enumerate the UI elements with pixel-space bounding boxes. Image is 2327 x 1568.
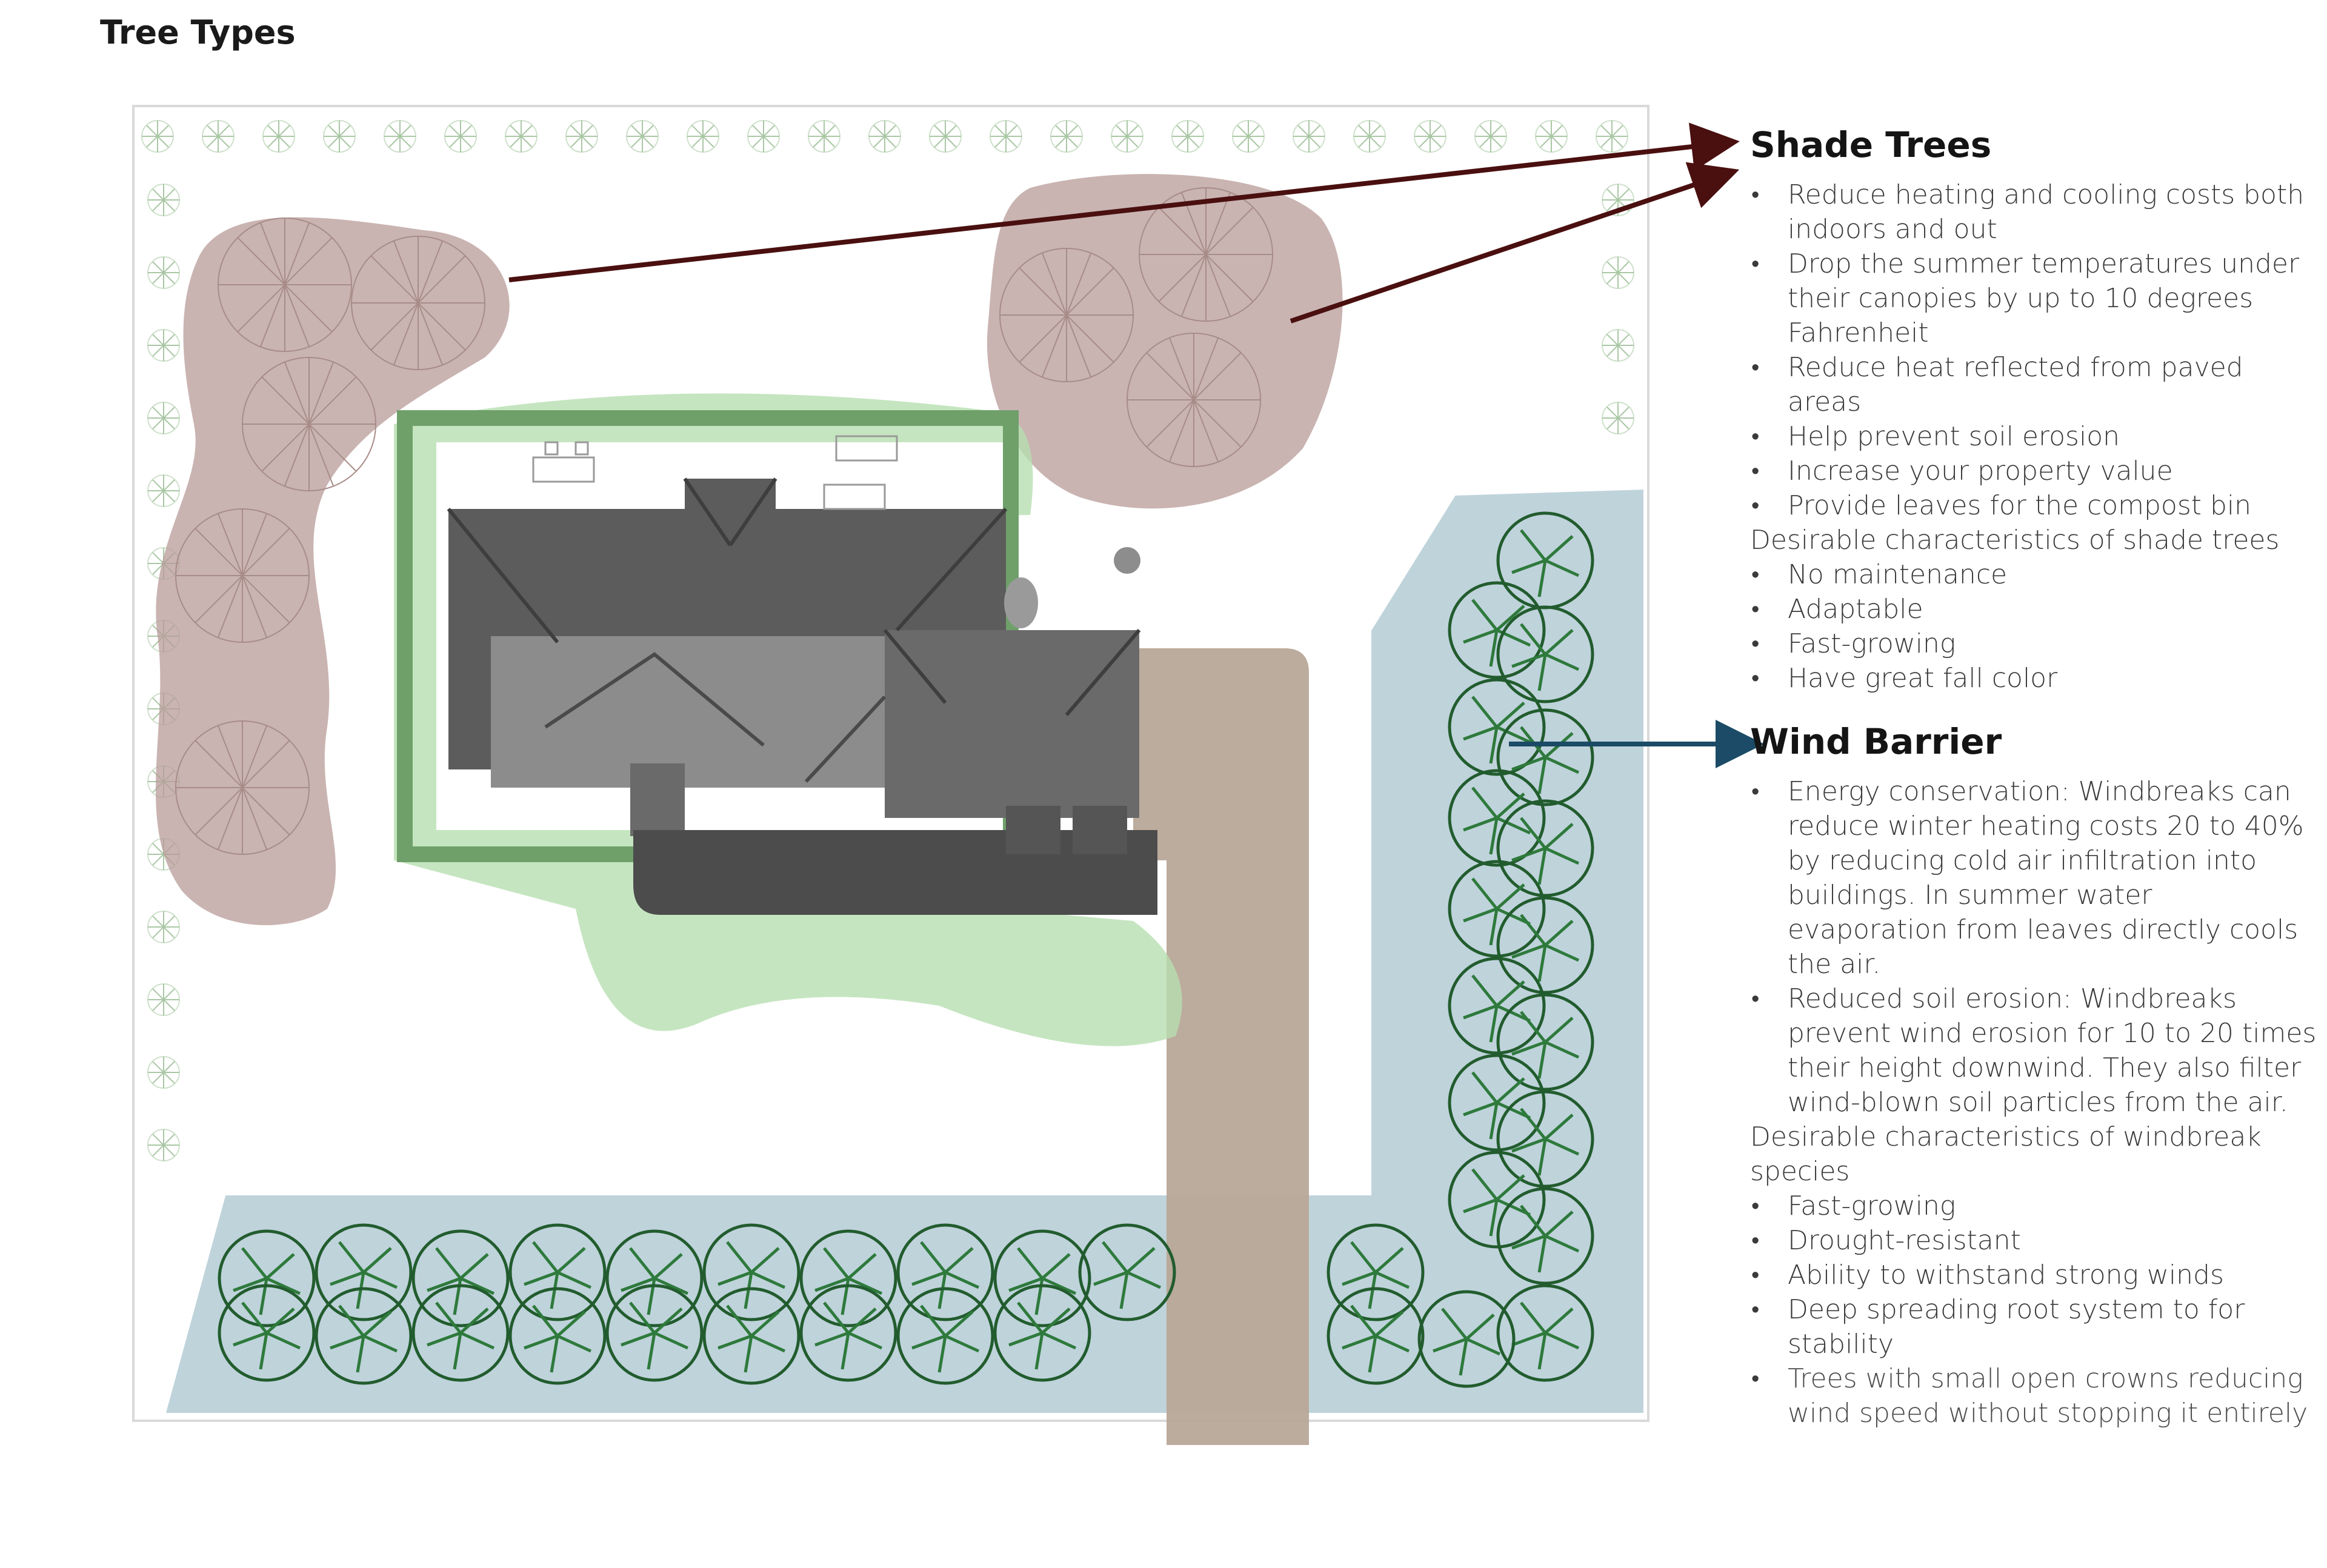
page-title: Tree Types [100, 13, 296, 51]
list-item: Reduce heat reflected from paved areas [1750, 350, 2320, 419]
house-roof [447, 477, 1141, 836]
shade-characteristics-heading: Desirable characteristics of shade trees [1750, 525, 2280, 556]
wind-barrier-title: Wind Barrier [1750, 721, 2002, 762]
list-item: Help prevent soil erosion [1750, 419, 2320, 454]
list-item: Ability to withstand strong winds [1750, 1258, 2320, 1292]
shade-arrow-west [508, 122, 1740, 282]
list-item: Have great fall color [1750, 661, 2320, 696]
list-item: Deep spreading root system to for stabil… [1750, 1292, 2320, 1361]
shade-zone-east [987, 174, 1343, 509]
list-item: Adaptable [1750, 592, 2320, 626]
shade-benefits-list: Reduce heating and cooling costs both in… [1750, 178, 2320, 523]
shade-trees-title: Shade Trees [1750, 124, 1992, 165]
wind-barrier-panel: Wind Barrier Energy conservation: Windbr… [1750, 721, 2320, 1430]
list-item: Fast-growing [1750, 626, 2320, 661]
list-item: Drop the summer temperatures under their… [1750, 247, 2320, 350]
list-item: Fast-growing [1750, 1189, 2320, 1223]
list-item: No maintenance [1750, 557, 2320, 592]
wind-benefits-list: Energy conservation: Windbreaks can redu… [1750, 774, 2320, 1120]
list-item: Trees with small open crowns reducing wi… [1750, 1361, 2320, 1430]
list-item: Energy conservation: Windbreaks can redu… [1750, 774, 2320, 982]
list-item: Reduced soil erosion: Windbreaks prevent… [1750, 982, 2320, 1120]
driveway [1133, 648, 1309, 1445]
list-item: Increase your property value [1750, 454, 2320, 488]
wind-characteristics-heading: Desirable characteristics of windbreak s… [1750, 1121, 2262, 1187]
shade-arrow-east [1290, 162, 1740, 324]
shade-characteristics-list: No maintenance Adaptable Fast-growing Ha… [1750, 557, 2320, 696]
shade-trees-panel: Shade Trees Reduce heating and cooling c… [1750, 124, 2320, 696]
list-item: Drought-resistant [1750, 1223, 2320, 1258]
patio-furniture [532, 435, 1140, 628]
wind-characteristics-list: Fast-growing Drought-resistant Ability t… [1750, 1189, 2320, 1430]
list-item: Reduce heating and cooling costs both in… [1750, 178, 2320, 247]
shade-zone-west [155, 217, 510, 926]
list-item: Provide leaves for the compost bin [1750, 488, 2320, 523]
